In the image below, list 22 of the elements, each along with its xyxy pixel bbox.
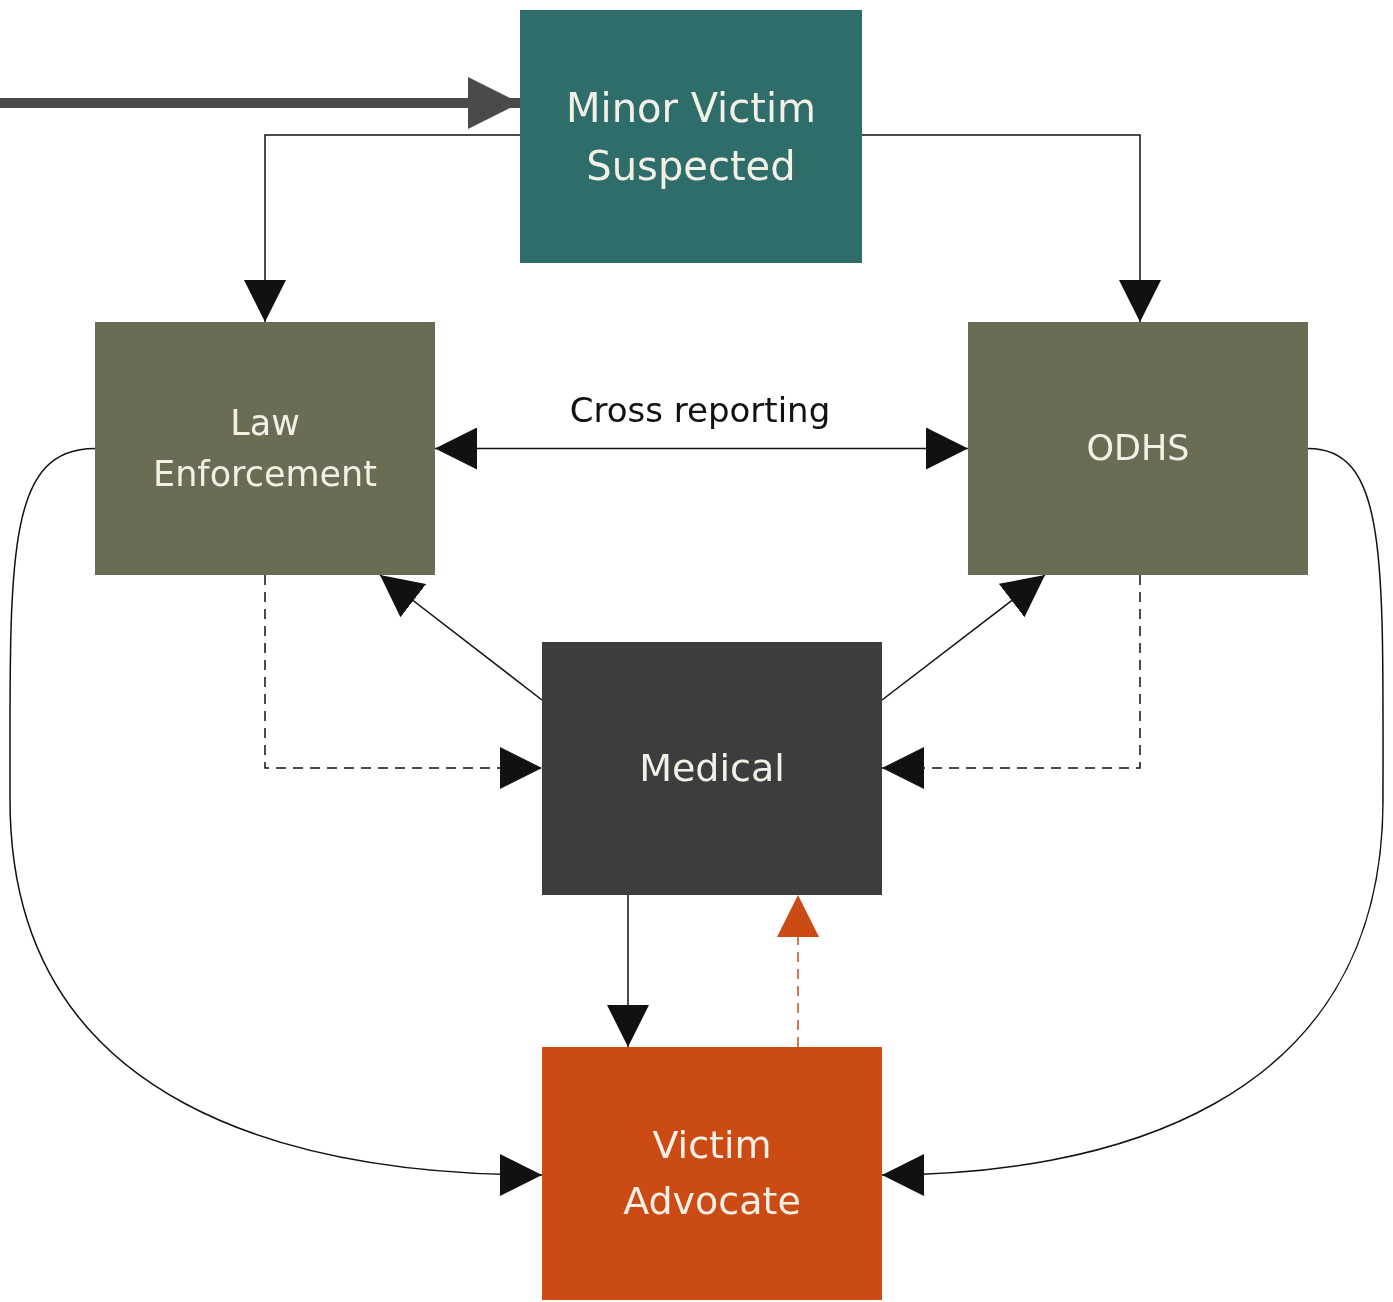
- process-box: [968, 322, 1308, 575]
- arrow: [0, 77, 520, 129]
- arrow: [881, 574, 1141, 789]
- arrow: [9, 447, 543, 1195]
- arrow: [881, 574, 1046, 701]
- arrow: [434, 427, 969, 470]
- arrow: [244, 134, 521, 323]
- arrow: [861, 134, 1161, 323]
- node-label: ODHS: [1085, 427, 1191, 471]
- process-box: [542, 642, 882, 895]
- arrow: [607, 894, 649, 1048]
- process-box: [520, 10, 862, 263]
- node-label: Victim Advocate: [622, 1122, 802, 1225]
- process-box: [542, 1047, 882, 1300]
- arrow: [881, 447, 1384, 1195]
- node-label: Law Enforcement: [152, 401, 378, 496]
- arrow: [379, 574, 543, 701]
- node-label: Minor Victim Suspected: [565, 83, 817, 191]
- arrow: [777, 894, 819, 1048]
- node-label: Medical: [638, 744, 786, 792]
- arrow: [264, 574, 543, 789]
- process-box: [95, 322, 435, 575]
